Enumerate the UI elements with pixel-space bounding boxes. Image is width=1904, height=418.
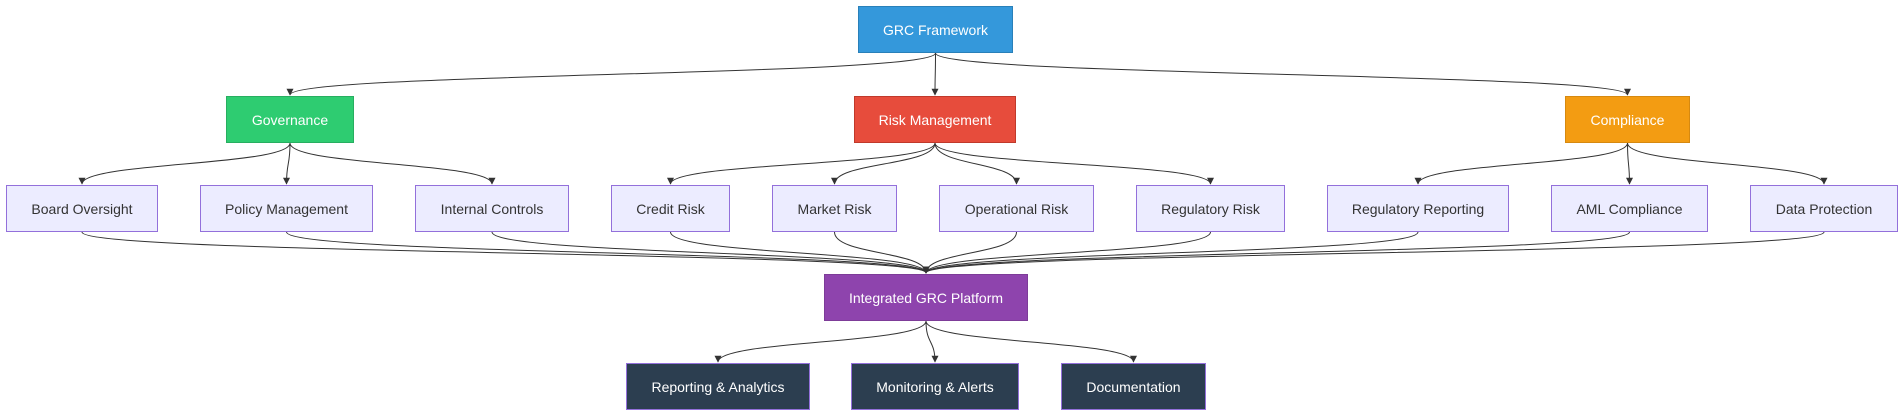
edge-governance-to-policy_management	[283, 142, 291, 185]
edge-risk_management-to-market_risk	[831, 142, 936, 185]
node-integrated-grc-platform: Integrated GRC Platform	[824, 274, 1028, 321]
edge-compliance-to-aml_compliance	[1625, 142, 1633, 185]
edge-compliance-to-regulatory_reporting	[1414, 142, 1628, 185]
edge-board_oversight-to-integrated_platform	[81, 231, 930, 274]
edge-grc_framework-to-risk_management	[931, 52, 939, 96]
edge-credit_risk-to-integrated_platform	[670, 231, 930, 274]
node-policy-management: Policy Management	[200, 185, 373, 232]
node-monitoring-alerts: Monitoring & Alerts	[851, 363, 1019, 410]
edge-market_risk-to-integrated_platform	[834, 231, 930, 274]
edge-regulatory_reporting-to-integrated_platform	[922, 231, 1419, 274]
edge-integrated_platform-to-reporting_analytics	[714, 320, 927, 363]
node-documentation: Documentation	[1061, 363, 1206, 410]
edge-governance-to-internal_controls	[289, 142, 496, 185]
node-data-protection: Data Protection	[1750, 185, 1898, 232]
node-risk-management: Risk Management	[854, 96, 1016, 143]
edge-risk_management-to-credit_risk	[667, 142, 936, 185]
node-credit-risk: Credit Risk	[611, 185, 730, 232]
node-compliance: Compliance	[1565, 96, 1690, 143]
edge-compliance-to-data_protection	[1627, 142, 1828, 185]
edge-aml_compliance-to-integrated_platform	[922, 231, 1630, 274]
node-regulatory-reporting: Regulatory Reporting	[1327, 185, 1509, 232]
node-aml-compliance: AML Compliance	[1551, 185, 1708, 232]
edge-grc_framework-to-governance	[286, 52, 936, 96]
node-market-risk: Market Risk	[772, 185, 897, 232]
edge-governance-to-board_oversight	[78, 142, 291, 185]
edge-policy_management-to-integrated_platform	[286, 231, 930, 274]
edge-integrated_platform-to-monitoring_alerts	[925, 320, 939, 363]
edge-integrated_platform-to-documentation	[925, 320, 1137, 363]
node-internal-controls: Internal Controls	[415, 185, 569, 232]
edge-data_protection-to-integrated_platform	[922, 231, 1825, 274]
node-regulatory-risk: Regulatory Risk	[1136, 185, 1285, 232]
node-operational-risk: Operational Risk	[939, 185, 1094, 232]
edge-internal_controls-to-integrated_platform	[491, 231, 930, 274]
node-grc-framework: GRC Framework	[858, 6, 1013, 53]
node-reporting-analytics: Reporting & Analytics	[626, 363, 810, 410]
node-governance: Governance	[226, 96, 354, 143]
edge-risk_management-to-operational_risk	[934, 142, 1020, 185]
edge-regulatory_risk-to-integrated_platform	[922, 231, 1211, 274]
node-board-oversight: Board Oversight	[6, 185, 158, 232]
edge-risk_management-to-regulatory_risk	[934, 142, 1214, 185]
edge-grc_framework-to-compliance	[935, 52, 1631, 96]
